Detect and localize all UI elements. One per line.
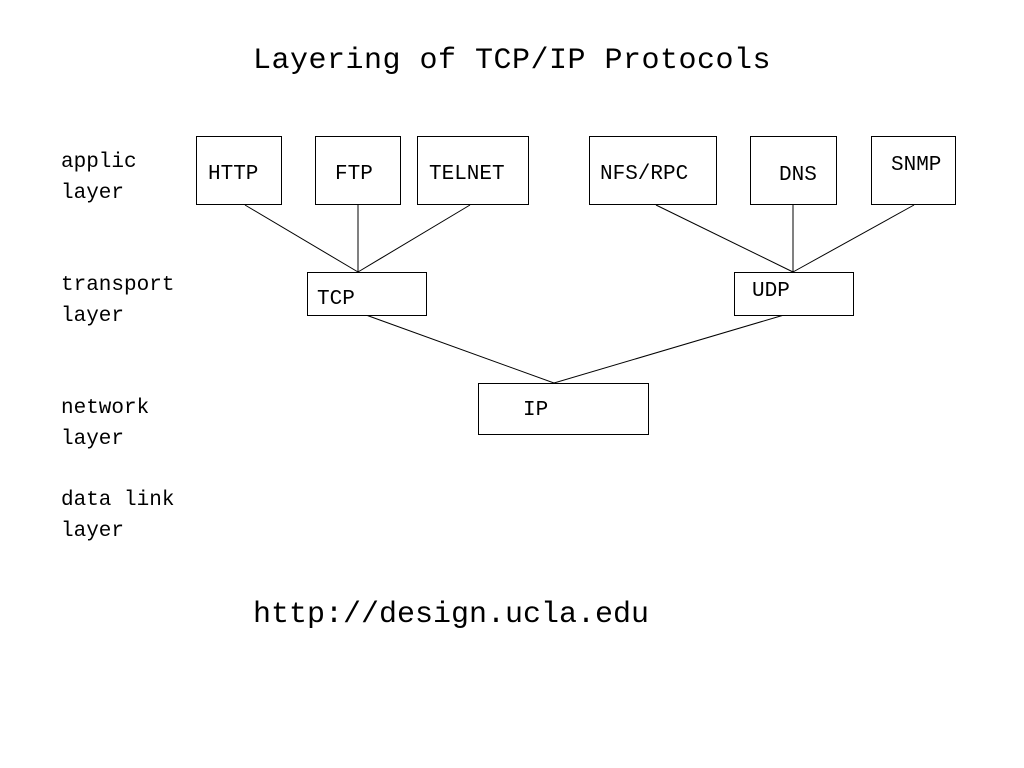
link-http-tcp [244, 204, 359, 273]
node-ftp: FTP [315, 136, 401, 205]
node-nfs-rpc-label: NFS/RPC [600, 163, 689, 186]
link-snmp-udp [792, 204, 915, 273]
node-snmp: SNMP [871, 136, 956, 205]
diagram-title: Layering of TCP/IP Protocols [252, 44, 772, 78]
node-telnet-label: TELNET [429, 163, 505, 186]
node-ip: IP [478, 383, 649, 435]
node-dns: DNS [750, 136, 837, 205]
node-http-label: HTTP [208, 163, 259, 186]
node-udp: UDP [734, 272, 854, 316]
layer-label-applic: applic layer [61, 151, 137, 205]
node-tcp-label: TCP [317, 288, 355, 311]
layer-label-data-link: data link layer [61, 489, 175, 543]
link-udp-ip [553, 314, 785, 384]
link-tcp-ip [365, 314, 555, 384]
node-ip-label: IP [523, 399, 549, 422]
node-http: HTTP [196, 136, 282, 205]
link-telnet-tcp [357, 204, 471, 273]
link-nfs-udp [655, 204, 794, 273]
layer-label-transport: transport layer [61, 274, 175, 328]
node-udp-label: UDP [752, 280, 790, 303]
node-telnet: TELNET [417, 136, 529, 205]
layer-label-network: network layer [61, 397, 150, 451]
node-ftp-label: FTP [335, 163, 373, 186]
node-snmp-label: SNMP [891, 154, 942, 177]
node-tcp: TCP [307, 272, 427, 316]
node-nfs-rpc: NFS/RPC [589, 136, 717, 205]
source-url: http://design.ucla.edu [253, 598, 650, 632]
node-dns-label: DNS [779, 164, 817, 187]
